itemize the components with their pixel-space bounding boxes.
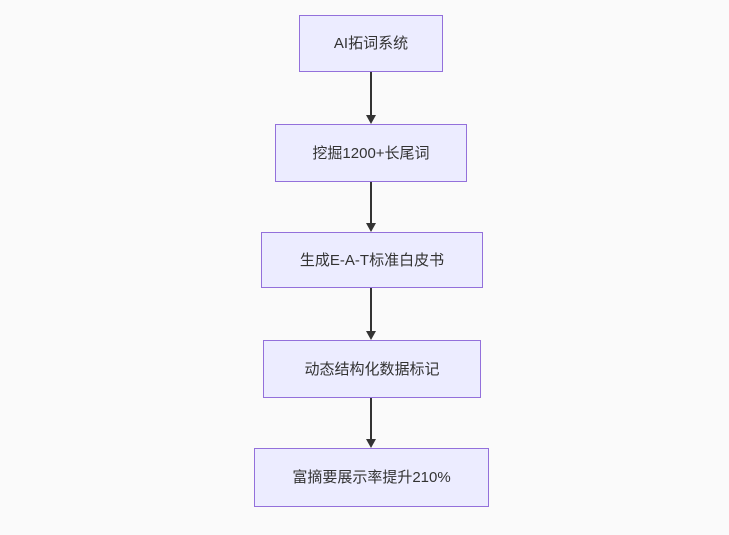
arrow-line-1: [370, 72, 372, 116]
node-label: AI拓词系统: [333, 35, 409, 52]
flowchart-node-ai-system: AI拓词系统: [299, 15, 443, 72]
node-label: 富摘要展示率提升210%: [292, 469, 451, 486]
arrow-line-3: [370, 288, 372, 332]
node-label: 挖掘1200+长尾词: [312, 144, 430, 162]
arrow-head-icon: [366, 223, 376, 232]
arrow-line-2: [370, 182, 372, 224]
arrow-head-icon: [366, 439, 376, 448]
arrow-line-4: [370, 398, 372, 440]
flowchart-node-structured-data: 动态结构化数据标记: [263, 340, 481, 398]
flowchart-node-longtail-keywords: 挖掘1200+长尾词: [275, 124, 467, 182]
node-label: 动态结构化数据标记: [304, 360, 440, 378]
arrow-head-icon: [366, 115, 376, 124]
node-label: 生成E-A-T标准白皮书: [299, 251, 445, 269]
flowchart-node-rich-snippet-result: 富摘要展示率提升210%: [254, 448, 489, 507]
flowchart-node-eat-whitepaper: 生成E-A-T标准白皮书: [261, 232, 483, 288]
arrow-head-icon: [366, 331, 376, 340]
